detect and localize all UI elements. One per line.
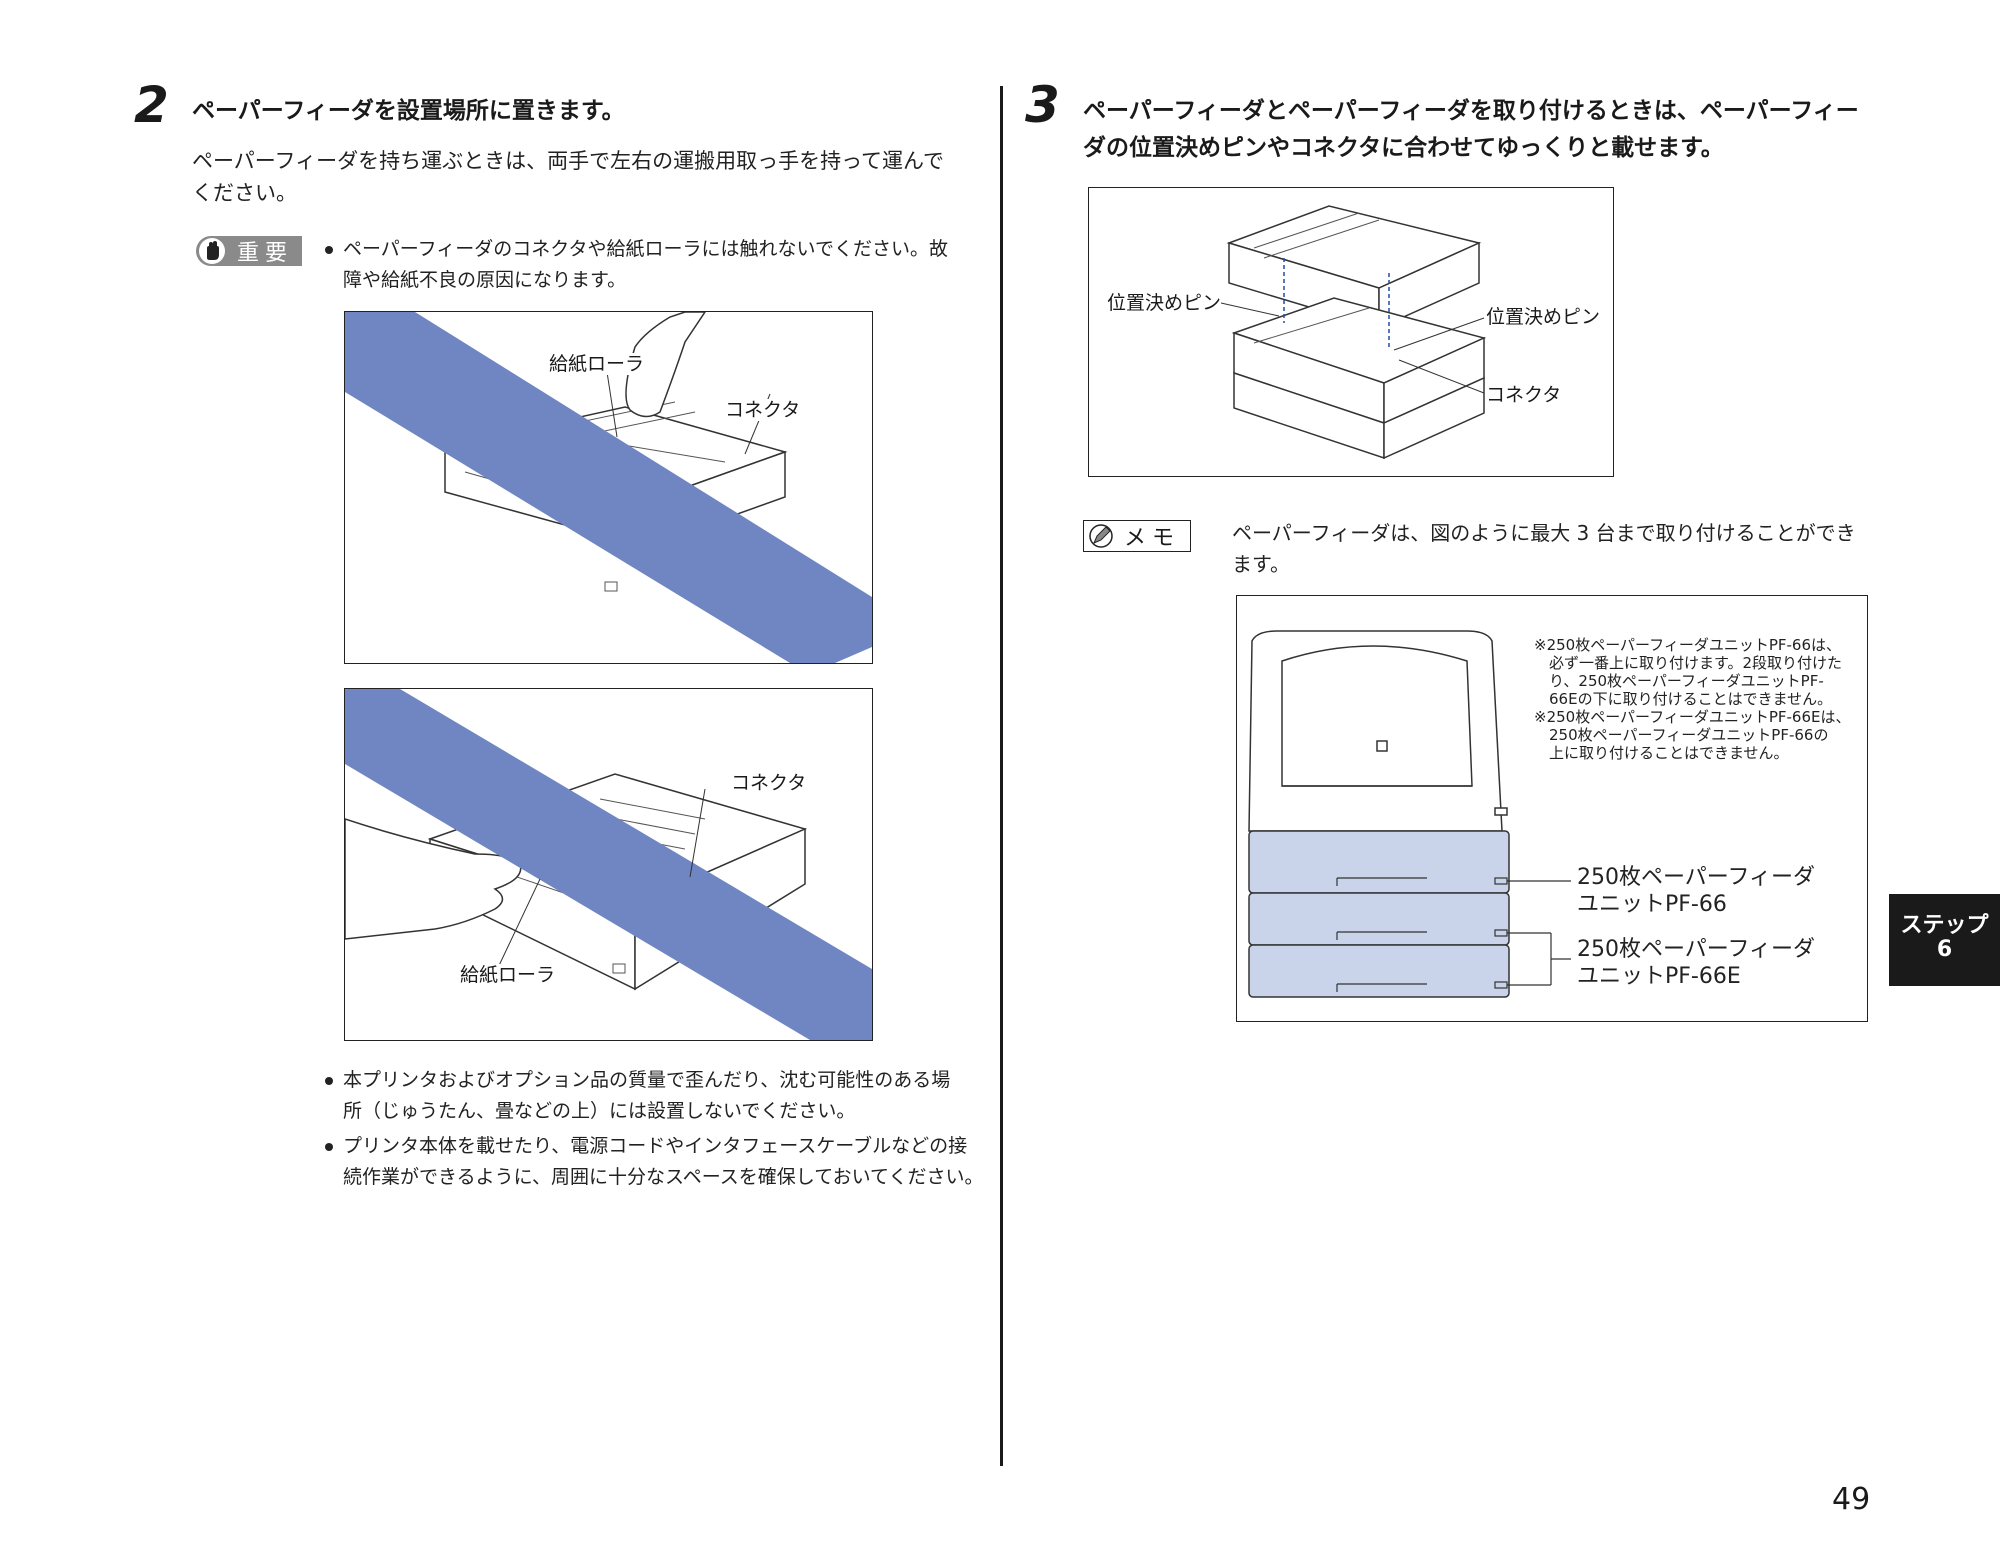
fig2-label-roller: 給紙ローラ (460, 964, 556, 986)
step2-body-line2: ください。 (192, 181, 297, 205)
side-tab-line1: ステップ (1900, 913, 1989, 938)
fig1-label-connector: コネクタ (725, 399, 801, 421)
fig1-label-roller: 給紙ローラ (549, 353, 645, 375)
fig4-label-pf66e: 250枚ペーパーフィーダ ユニットPF-66E (1577, 936, 1815, 990)
figure-printer-three-feeders: ※250枚ペーパーフィーダユニットPF-66は、 必ず一番上に取り付けます。2段… (1236, 595, 1868, 1022)
memo-badge: メモ (1083, 520, 1191, 552)
step3-heading-line1: ペーパーフィーダとペーパーフィーダを取り付けるときは、ペーパーフィー (1083, 98, 1859, 124)
fig2-label-connector: コネクタ (731, 772, 807, 794)
memo-label: メモ (1124, 526, 1181, 551)
feeder-stacking-illustration (1220, 205, 1487, 460)
fig4-note-line6: 250枚ペーパーフィーダユニットPF-66の (1549, 726, 1829, 744)
fig4-label-pf66-line1: 250枚ペーパーフィーダ (1577, 865, 1816, 890)
fig4-note-line2: 必ず一番上に取り付けます。2段取り付けた (1549, 654, 1843, 672)
important-label: 重要 (237, 241, 294, 266)
bullet-surface: 本プリンタおよびオプション品の質量で歪んだり、沈む可能性のある場 所（じゅうたん… (325, 1065, 985, 1127)
bullet3-line2: 続作業ができるように、周囲に十分なスペースを確保しておいてください。 (343, 1166, 984, 1188)
bullet-dot (325, 1077, 333, 1085)
fig4-label-pf66e-line2: ユニットPF-66E (1577, 964, 1741, 989)
fig4-note-line5: ※250枚ペーパーフィーダユニットPF-66Eは、 (1534, 708, 1851, 726)
fig4-note: ※250枚ペーパーフィーダユニットPF-66は、 必ず一番上に取り付けます。2段… (1534, 636, 1854, 762)
page-number: 49 (1832, 1482, 1871, 1517)
fig4-note-line7: 上に取り付けることはできません。 (1549, 744, 1789, 762)
figure-feeder-stacking: 位置決めピン 位置決めピン コネクタ (1088, 187, 1614, 477)
fig4-note-line3: り、250枚ペーパーフィーダユニットPF- (1549, 672, 1824, 690)
feeder-stack (1248, 830, 1510, 998)
bullet3-line1: プリンタ本体を載せたり、電源コードやインタフェースケーブルなどの接 (343, 1135, 968, 1157)
fig4-label-pf66-line2: ユニットPF-66 (1577, 892, 1727, 917)
fig3-label-connector: コネクタ (1486, 384, 1562, 406)
step2-body-line1: ペーパーフィーダを持ち運ぶときは、両手で左右の運搬用取っ手を持って運んで (192, 149, 945, 173)
important-badge: 重要 (196, 236, 302, 266)
fig4-label-pf66: 250枚ペーパーフィーダ ユニットPF-66 (1577, 864, 1815, 918)
printer-stack-illustration (1248, 630, 1571, 998)
figure-feeder-top-prohibited: 給紙ローラ コネクタ (344, 311, 873, 664)
chapter-side-tab[interactable]: ステップ 6 (1889, 894, 2000, 986)
pencil-icon (1088, 523, 1114, 549)
fig4-note-line1: ※250枚ペーパーフィーダユニットPF-66は、 (1534, 636, 1842, 654)
bullet2-line1: 本プリンタおよびオプション品の質量で歪んだり、沈む可能性のある場 (343, 1069, 951, 1091)
important-bullet: ペーパーフィーダのコネクタや給紙ローラには触れないでください。故 障や給紙不良の… (325, 234, 985, 296)
step3-heading-line2: ダの位置決めピンやコネクタに合わせてゆっくりと載せます。 (1083, 135, 1724, 161)
feeder-top-illustration (345, 312, 872, 663)
bullet2-line2: 所（じゅうたん、畳などの上）には設置しないでください。 (343, 1100, 856, 1122)
step2-heading: ペーパーフィーダを設置場所に置きます。 (192, 98, 625, 124)
fig3-label-pin-right: 位置決めピン (1486, 306, 1601, 328)
bullet-space: プリンタ本体を載せたり、電源コードやインタフェースケーブルなどの接 続作業ができ… (325, 1131, 995, 1193)
fig3-label-pin-left: 位置決めピン (1107, 292, 1222, 314)
figure-feeder-hand-prohibited: コネクタ 給紙ローラ (344, 688, 873, 1041)
memo-line2: ます。 (1232, 552, 1290, 576)
fig4-label-pf66e-line1: 250枚ペーパーフィーダ (1577, 937, 1816, 962)
bullet-dot (325, 1143, 333, 1151)
bullet-dot (325, 246, 333, 254)
feeder-hand-illustration (345, 689, 872, 1040)
important-line1: ペーパーフィーダのコネクタや給紙ローラには触れないでください。故 (343, 238, 948, 260)
column-divider (1000, 86, 1003, 1466)
prohibit-band (345, 689, 872, 1040)
hand-stop-icon (199, 238, 225, 264)
step-number-3: 3 (1025, 76, 1060, 134)
side-tab-line2: 6 (1936, 937, 1953, 962)
step-number-2: 2 (134, 76, 169, 134)
memo-line1: ペーパーフィーダは、図のように最大 3 台まで取り付けることができ (1232, 521, 1856, 545)
prohibit-band (345, 312, 872, 663)
important-line2: 障や給紙不良の原因になります。 (343, 269, 627, 291)
fig4-note-line4: 66Eの下に取り付けることはできません。 (1549, 690, 1833, 708)
